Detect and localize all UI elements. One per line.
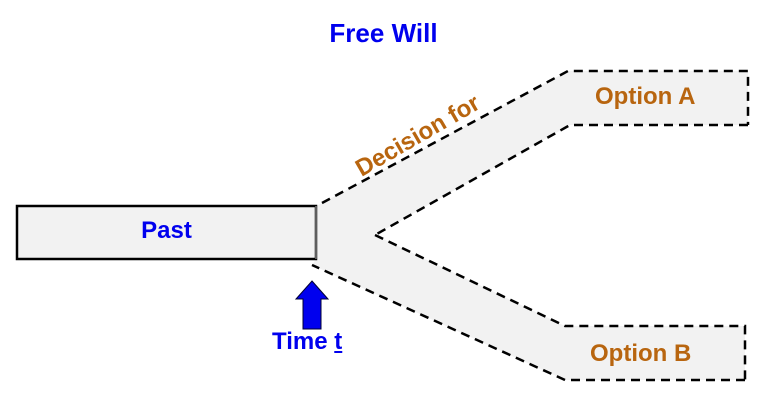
- time-variable: t: [334, 328, 343, 355]
- option-a-label: Option A: [595, 83, 696, 110]
- past-box: [15, 204, 318, 261]
- option-b-upper-edge: [374, 233, 747, 380]
- up-arrow-icon: [294, 280, 330, 330]
- diagram-title: Free Will: [329, 18, 438, 48]
- time-marker-label: Time t: [272, 328, 342, 356]
- past-label: Past: [141, 217, 192, 244]
- option-a-upper-edge: [321, 69, 750, 205]
- option-b-lower-edge: [311, 263, 745, 382]
- branch-fill: [312, 71, 748, 380]
- time-label: Time: [272, 328, 328, 355]
- option-b-label: Option B: [590, 340, 692, 367]
